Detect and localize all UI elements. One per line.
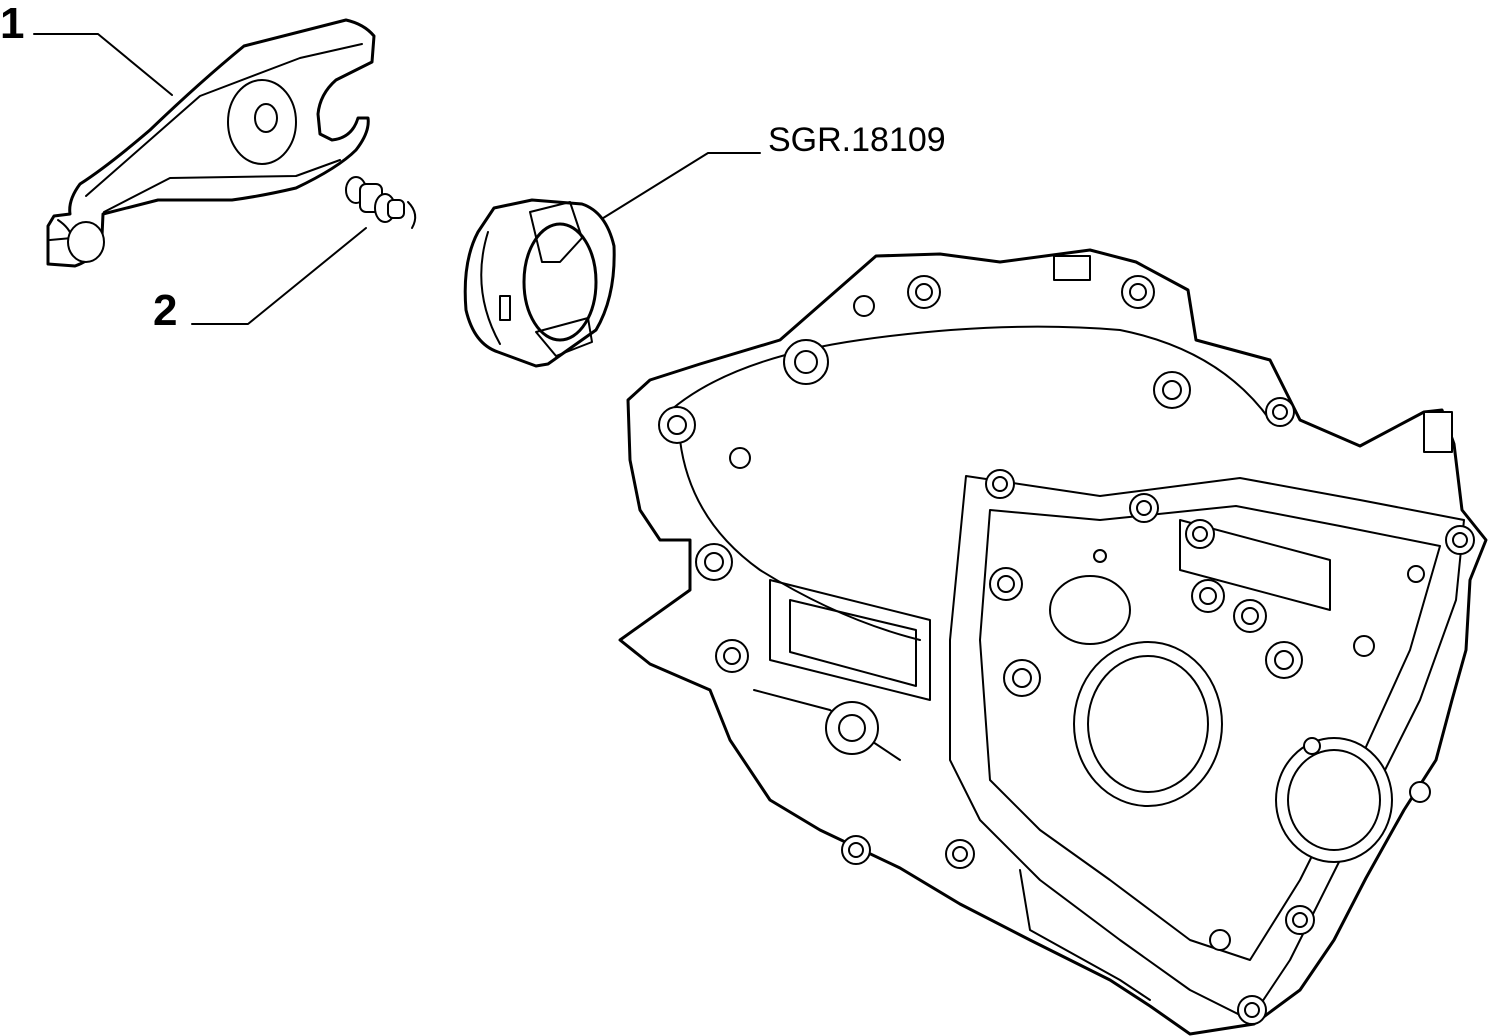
bolt-hole bbox=[1093, 549, 1107, 563]
bolt-hole bbox=[1121, 275, 1155, 309]
bolt-hole-inner bbox=[1192, 526, 1208, 542]
bolt-hole bbox=[907, 275, 941, 309]
leader-line-2 bbox=[191, 227, 367, 325]
bolt-hole-inner bbox=[723, 647, 741, 665]
bolt-hole-inner bbox=[1452, 532, 1468, 548]
housing-mount-tab bbox=[1423, 411, 1453, 453]
bolt-hole-inner bbox=[992, 476, 1008, 492]
leader-line-ref bbox=[599, 152, 761, 221]
bolt-hole-inner bbox=[1199, 587, 1217, 605]
bolt-hole bbox=[853, 295, 875, 317]
gearbox-housing bbox=[618, 248, 1488, 1036]
housing-rib-2 bbox=[789, 599, 917, 687]
bolt-hole bbox=[715, 639, 749, 673]
bearing-flange-top bbox=[529, 201, 583, 263]
pin-clip bbox=[407, 201, 417, 229]
bolt-hole bbox=[1303, 737, 1321, 755]
bolt-hole-inner bbox=[667, 415, 687, 435]
housing-shift-rail bbox=[1179, 519, 1331, 611]
bolt-hole bbox=[1129, 493, 1159, 523]
bolt-hole-inner bbox=[1241, 607, 1259, 625]
leader-lines bbox=[33, 33, 761, 325]
bolt-hole-inner bbox=[997, 575, 1015, 593]
bolt-hole-inner bbox=[1162, 380, 1182, 400]
callout-label-1: 1 bbox=[0, 0, 25, 48]
bolt-hole-inner bbox=[848, 842, 864, 858]
bolt-hole bbox=[841, 835, 871, 865]
bearing-flange-bottom bbox=[535, 317, 593, 357]
bolt-hole bbox=[1285, 905, 1315, 935]
leader-line-1 bbox=[33, 33, 173, 96]
bolt-hole bbox=[658, 406, 696, 444]
bolt-hole bbox=[989, 567, 1023, 601]
bearing-seat-main-inner bbox=[1087, 655, 1209, 793]
bolt-hole bbox=[695, 543, 733, 581]
bolt-hole bbox=[945, 839, 975, 869]
bolt-hole-inner bbox=[1136, 500, 1152, 516]
bolt-hole bbox=[1237, 995, 1267, 1025]
callout-label-2: 2 bbox=[153, 286, 178, 335]
bearing-seat-main bbox=[1073, 641, 1223, 807]
bolt-holes bbox=[658, 275, 1475, 1025]
bolt-hole bbox=[1209, 929, 1231, 951]
bolt-hole-inner bbox=[1129, 283, 1147, 301]
fork-boss-bore bbox=[254, 103, 278, 133]
release-bearing bbox=[463, 198, 616, 368]
bolt-hole-inner bbox=[915, 283, 933, 301]
bolt-hole bbox=[1409, 781, 1431, 803]
housing-top-tab bbox=[1053, 255, 1091, 281]
housing-rib-1 bbox=[769, 579, 931, 701]
bolt-hole-inner bbox=[838, 714, 866, 742]
housing-flange-inner bbox=[979, 505, 1441, 961]
bolt-hole bbox=[1445, 525, 1475, 555]
bolt-hole bbox=[1191, 579, 1225, 613]
bolt-hole-inner bbox=[1012, 668, 1032, 688]
fork-ridge bbox=[85, 43, 363, 197]
bolt-hole bbox=[1353, 635, 1375, 657]
bolt-hole bbox=[825, 701, 879, 755]
bolt-hole-inner bbox=[1292, 912, 1308, 928]
bolt-hole-inner bbox=[704, 552, 724, 572]
bolt-hole-inner bbox=[1244, 1002, 1260, 1018]
bolt-hole bbox=[1233, 599, 1267, 633]
bearing-rim bbox=[480, 231, 501, 345]
bolt-hole bbox=[1407, 565, 1425, 583]
fork-pivot-end bbox=[67, 221, 105, 263]
bearing-seat-upper bbox=[1049, 575, 1131, 645]
bolt-hole bbox=[1265, 397, 1295, 427]
bolt-hole bbox=[985, 469, 1015, 499]
bearing-seat-lower-inner bbox=[1287, 749, 1381, 851]
bolt-hole bbox=[1185, 519, 1215, 549]
fork-boss bbox=[227, 79, 297, 165]
bolt-hole-inner bbox=[1272, 404, 1288, 420]
pivot-pin bbox=[345, 176, 417, 229]
housing-bell-inner bbox=[679, 439, 921, 641]
pin-tip bbox=[387, 199, 405, 219]
bolt-hole bbox=[1153, 371, 1191, 409]
bolt-hole bbox=[783, 339, 829, 385]
bearing-body bbox=[463, 198, 616, 368]
bearing-bore bbox=[522, 222, 598, 342]
housing-lower-skirt bbox=[1019, 869, 1151, 1001]
bolt-hole-inner bbox=[794, 350, 818, 374]
bolt-hole bbox=[729, 447, 751, 469]
bolt-hole-inner bbox=[1274, 650, 1294, 670]
fork-lower-ridge bbox=[103, 159, 341, 213]
fork-outline bbox=[46, 18, 376, 268]
bolt-hole bbox=[1265, 641, 1303, 679]
bearing-seat-lower bbox=[1275, 737, 1393, 863]
callout-reference-label: SGR.18109 bbox=[768, 121, 946, 159]
bolt-hole bbox=[1003, 659, 1041, 697]
bearing-slot bbox=[499, 295, 511, 321]
housing-bell-rim bbox=[659, 325, 1271, 421]
release-fork bbox=[46, 18, 376, 268]
bolt-hole-inner bbox=[952, 846, 968, 862]
